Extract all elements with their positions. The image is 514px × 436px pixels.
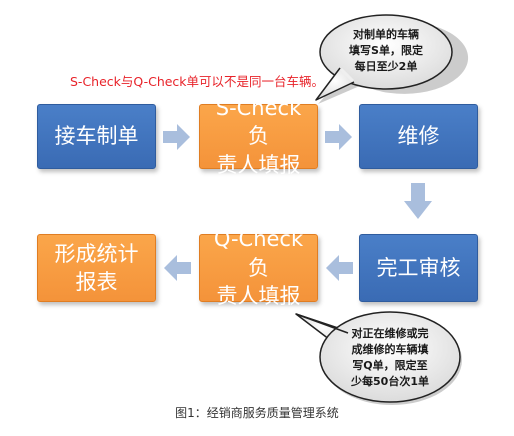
top-bubble-text: 对制单的车辆 填写S单，限定 每日至少2单 [349, 28, 423, 73]
car-order-label: 接车制单 [54, 124, 139, 149]
complete-audit-label: 完工审核 [376, 255, 461, 280]
figure-caption: 图1：经销商服务质量管理系统 [175, 406, 339, 420]
repair-box: 维修 [359, 104, 478, 169]
arrow-right-icon [325, 124, 352, 150]
report-label: 形成统计 报表 [54, 241, 139, 294]
arrow-right-icon [163, 124, 190, 150]
bottom-bubble-text: 对正在维修或完 成维修的车辆填 写Q单，限定至 少每50台次1单 [351, 327, 429, 388]
q-check-label: Q-Check负 责人填报 [213, 227, 304, 309]
vehicle-note: S-Check与Q-Check单可以不是同一台车辆。 [70, 74, 325, 89]
report-box: 形成统计 报表 [37, 234, 156, 302]
s-check-label: S-Check负 责人填报 [215, 95, 302, 177]
arrow-down-icon [404, 183, 432, 219]
arrow-left-icon [326, 255, 353, 281]
s-check-box: S-Check负 责人填报 [199, 96, 318, 177]
q-check-box: Q-Check负 责人填报 [199, 227, 318, 308]
arrow-left-icon [164, 255, 191, 281]
complete-audit-box: 完工审核 [359, 234, 478, 302]
car-order-box: 接车制单 [37, 104, 156, 169]
repair-label: 维修 [397, 124, 440, 149]
